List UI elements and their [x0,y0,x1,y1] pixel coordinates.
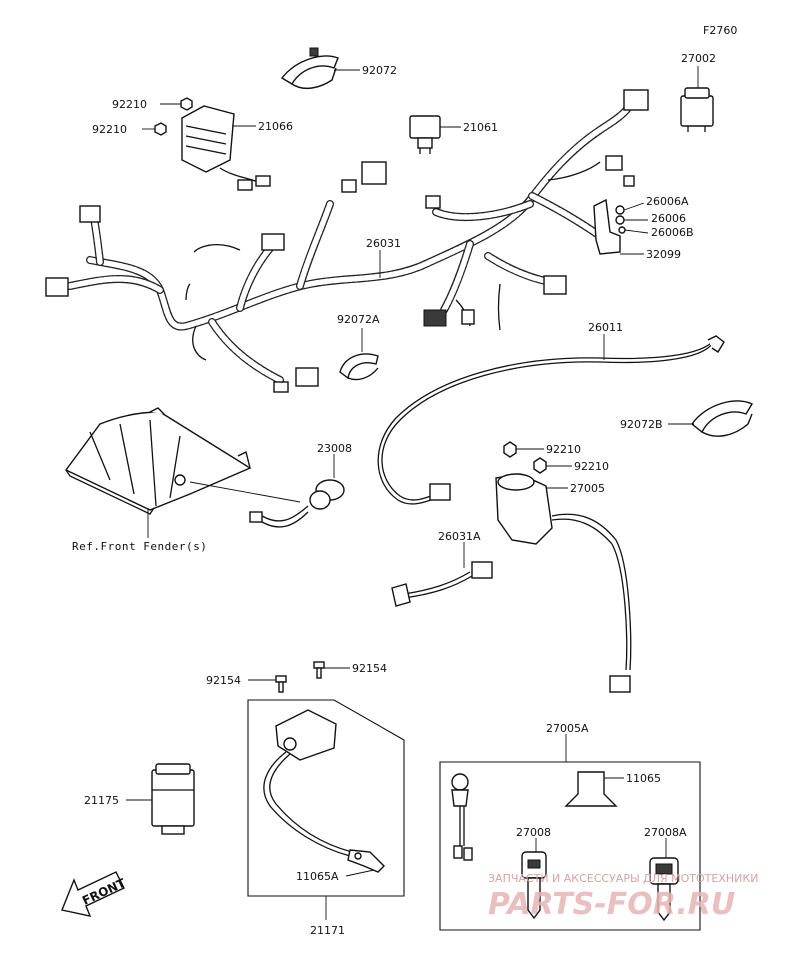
label-27005A: 27005A [546,722,589,735]
key-cap-11065 [564,771,618,807]
key-27008 [521,851,547,920]
label-21066: 21066 [258,120,293,133]
connector [623,89,649,111]
label-27002: 27002 [681,52,716,65]
nut-92210-b [154,122,167,136]
label-11065: 11065 [626,772,661,785]
label-11065A: 11065A [296,870,339,883]
label-92072: 92072 [362,64,397,77]
nut-92210-a [180,97,193,111]
label-92154-b: 92154 [352,662,387,675]
coil-frame [247,699,405,897]
connector [461,309,475,325]
ignition-switch-27005 [495,473,632,693]
leader-fender-to-switch [189,481,301,503]
connector [295,367,319,387]
regulator-21066 [181,105,271,191]
connector [261,233,285,251]
cdi-unit-21175 [151,763,195,835]
lead-wire-26011 [377,335,725,505]
figure-id: F2760 [703,24,737,37]
leader-26006B [624,229,649,234]
bolt-92154-a [275,675,287,693]
bolt-92154-b [313,661,325,679]
connector [45,277,69,297]
lock-cylinder [451,773,473,861]
label-92210-c: 92210 [546,443,581,456]
ignition-coil-21171 [263,709,385,873]
label-27005: 27005 [570,482,605,495]
band-92072 [280,47,339,90]
switch-23008 [249,479,345,528]
label-21171: 21171 [310,924,345,937]
label-21061: 21061 [463,121,498,134]
ref-front-fender: Ref.Front Fender(s) [72,540,207,553]
label-27008: 27008 [516,826,551,839]
keyset-frame [439,761,701,931]
label-32099: 32099 [646,248,681,261]
connector [361,161,387,185]
relay-27002 [680,87,714,132]
bracket-32099 [593,198,626,255]
relay-21061 [409,115,441,154]
label-26006: 26006 [651,212,686,225]
label-26006B: 26006B [651,226,694,239]
main-harness-26031 [45,89,649,393]
label-92210-d: 92210 [574,460,609,473]
leader-11065A [345,869,375,877]
front-fender-reference [64,407,252,515]
connector [273,381,289,393]
band-92072A [339,353,379,381]
label-26011: 26011 [588,321,623,334]
connector [423,309,447,327]
connector [543,275,567,295]
label-92210-b: 92210 [92,123,127,136]
nut-92210-d [533,457,547,474]
connector [79,205,101,223]
key-27008A [649,857,679,922]
label-21175: 21175 [84,794,119,807]
label-26031: 26031 [366,237,401,250]
watermark-logo: PARTS-FOR.RU [488,887,735,922]
label-26031A: 26031A [438,530,481,543]
label-92210-a: 92210 [112,98,147,111]
label-92072A: 92072A [337,313,380,326]
connector [605,155,623,171]
label-23008: 23008 [317,442,352,455]
connector [341,179,357,193]
label-27008A: 27008A [644,826,687,839]
label-92154-a: 92154 [206,674,241,687]
leader-26006A [623,202,645,211]
nut-92210-c [503,441,517,458]
front-direction-arrow: FRONT [61,871,128,917]
label-26006A: 26006A [646,195,689,208]
sub-harness-26031A [391,561,493,607]
connector [623,175,635,187]
connector [425,195,441,209]
label-92072B: 92072B [620,418,663,431]
band-92072B [691,400,753,437]
watermark-tagline: ЗАПЧАСТИ И АКСЕССУАРЫ ДЛЯ МОТОТЕХНИКИ [488,872,758,885]
